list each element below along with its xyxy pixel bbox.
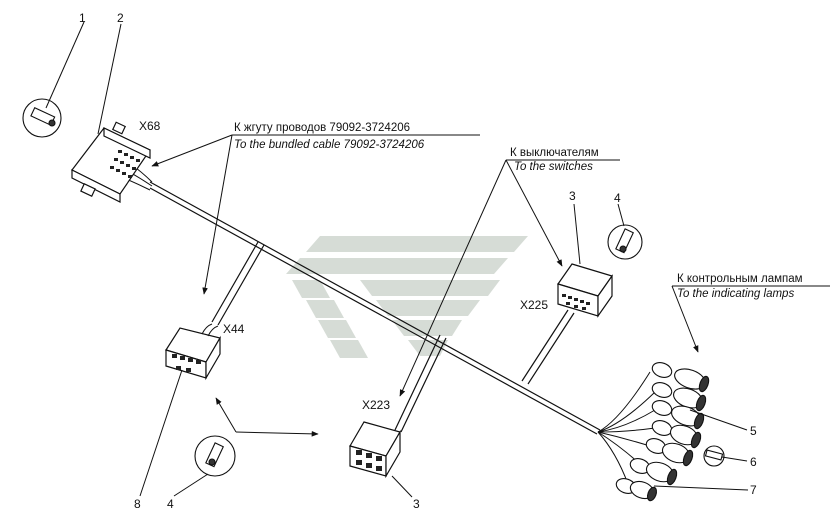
note-switches-en: To the switches: [514, 161, 593, 173]
watermark-logo: [286, 236, 528, 358]
lamp-wire-2: [597, 391, 656, 433]
note-lamps-en: To the indicating lamps: [677, 288, 794, 300]
arrow-detail-right: [235, 431, 319, 437]
callout-4-bottom: 4: [167, 497, 174, 511]
callout-3-top: 3: [569, 189, 576, 203]
leader-lines: [45, 21, 749, 498]
note-bundled-en: To the bundled cable 79092-3724206: [234, 139, 425, 151]
note-lamps-ru: К контрольным лампам: [677, 273, 803, 285]
note-arrows: [151, 134, 699, 437]
leader-8: [139, 369, 183, 497]
leader-2: [97, 23, 122, 135]
connector-x223: [349, 421, 401, 479]
notes: К жгуту проводов 79092-3724206 To the bu…: [234, 122, 803, 300]
lamp-socket-7: [615, 478, 658, 502]
callout-1: 1: [79, 11, 86, 25]
note-bundled-ru: К жгуту проводов 79092-3724206: [234, 122, 410, 134]
lamp-socket-5: [645, 438, 694, 467]
main-trunk-line-a: [149, 181, 601, 431]
branch-x223-b: [400, 337, 447, 433]
connector-labels: X68 X44 X223 X225: [139, 119, 548, 412]
lamp-wire-4: [597, 427, 656, 433]
lamp-socket-4: [651, 420, 702, 449]
label-x223: X223: [362, 398, 390, 412]
leader-5: [689, 409, 748, 431]
branch-x225-a: [521, 309, 569, 382]
connector-x225: [557, 263, 613, 318]
leader-1: [45, 21, 85, 109]
connector-x68: [71, 121, 151, 203]
leader-6: [721, 456, 748, 462]
arrow-detail-up: [215, 397, 237, 433]
arrow-lamps: [671, 285, 699, 353]
leader-3-top: [573, 203, 581, 265]
leader-3-bottom: [391, 475, 413, 498]
lamp-wire-7: [597, 431, 629, 485]
callout-4-top: 4: [614, 191, 621, 205]
arrow-bundled-to-x68: [151, 134, 233, 167]
label-x68: X68: [139, 119, 161, 133]
lamp-wire-3: [597, 409, 656, 433]
leader-4-bottom: [173, 473, 209, 497]
lamp-wire-1: [597, 371, 651, 433]
callout-5: 5: [750, 424, 757, 438]
terminal-detail-4-bottom: [194, 435, 236, 477]
branch-x223-a: [394, 334, 441, 431]
connector-x44: [165, 323, 221, 381]
note-switches-ru: К выключателям: [510, 147, 599, 159]
label-x225: X225: [520, 298, 548, 312]
label-x44: X44: [223, 322, 245, 336]
terminal-detail-1: [22, 98, 62, 138]
callout-3-bottom: 3: [413, 497, 420, 511]
callout-2: 2: [117, 11, 124, 25]
lamp-wire-5: [597, 431, 651, 447]
note-rules: [232, 134, 830, 287]
main-trunk-line-b: [149, 187, 598, 435]
branch-x44-a: [211, 241, 259, 323]
branch-x44-b: [217, 244, 265, 326]
callout-7: 7: [750, 483, 757, 497]
harness-wires: [123, 161, 656, 485]
lamp-socket-1: [651, 362, 710, 393]
callout-numbers: 1 2 3 4 5 6 7 8 4 3: [79, 11, 757, 511]
leader-4-top: [617, 203, 625, 227]
arrow-switches-to-x223: [399, 159, 507, 397]
leader-7: [653, 485, 749, 491]
callout-6: 6: [750, 455, 757, 469]
lamp-sockets: [615, 362, 710, 502]
callout-8: 8: [134, 497, 141, 511]
terminal-detail-6: [703, 445, 725, 467]
branch-x225-b: [527, 312, 575, 385]
arrow-bundled-to-x44: [202, 134, 233, 295]
lamp-socket-6: [629, 458, 678, 486]
terminal-detail-4-top: [607, 224, 643, 260]
arrow-switches-to-x225: [505, 159, 563, 267]
